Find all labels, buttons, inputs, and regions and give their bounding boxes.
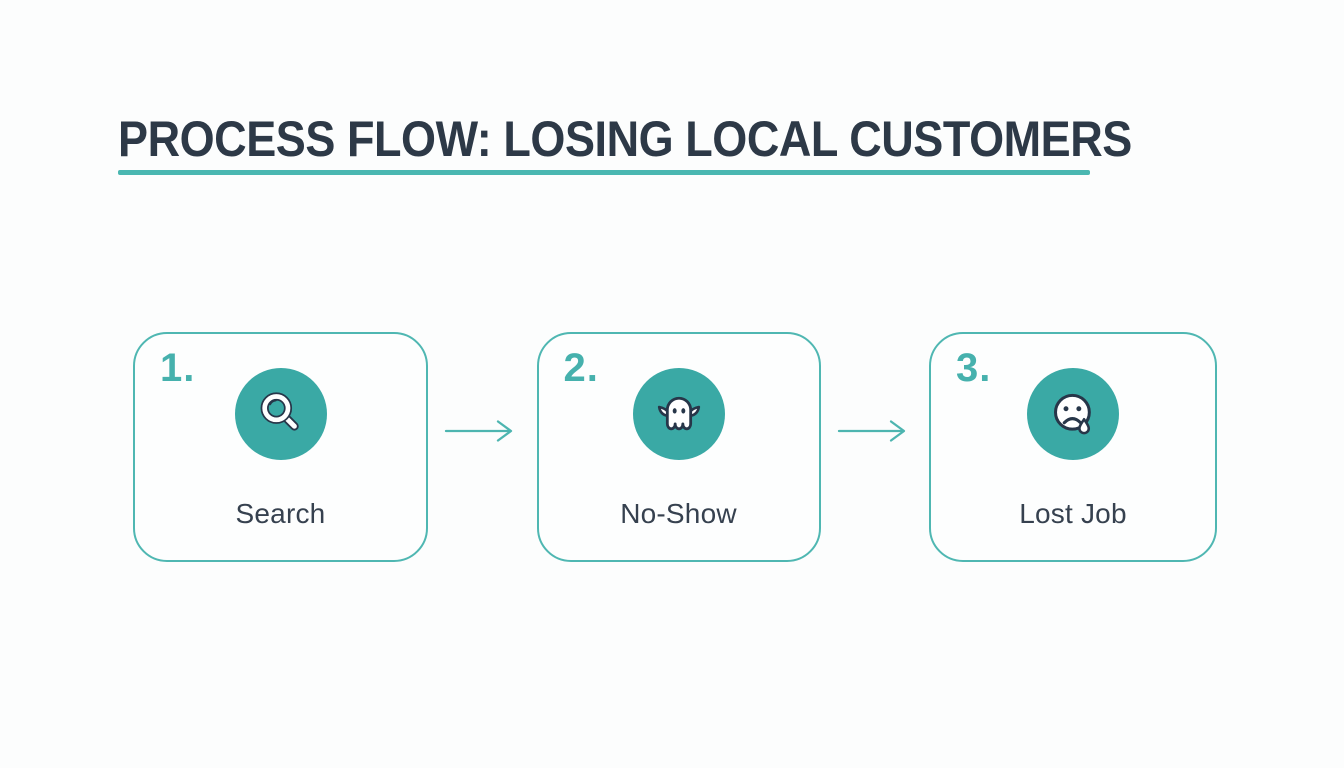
step-number: 3. <box>956 346 992 390</box>
flow-step-lost-job: 3. Lost Job <box>929 332 1217 562</box>
step-label: Search <box>235 498 326 529</box>
page-title: PROCESS FLOW: LOSING LOCAL CUSTOMERS <box>118 111 1132 167</box>
header: PROCESS FLOW: LOSING LOCAL CUSTOMERS <box>118 112 1245 175</box>
title-underline <box>118 170 1090 175</box>
flow-connector <box>821 332 930 562</box>
step-number: 1. <box>160 346 196 390</box>
arrow-right-icon <box>445 420 513 442</box>
flow-step-search: 1. Search <box>133 332 428 562</box>
sad-face-icon <box>1027 368 1119 460</box>
search-icon <box>234 368 327 460</box>
flow-step-no-show: 2. No-Show <box>536 332 821 562</box>
arrow-right-icon <box>837 420 905 442</box>
flow-connector <box>428 332 537 562</box>
step-number: 2. <box>563 346 599 390</box>
process-flow: 1. Search 2. <box>133 332 1217 562</box>
step-label: Lost Job <box>1019 498 1127 529</box>
step-label: No-Show <box>620 498 737 529</box>
ghost-icon <box>632 368 725 460</box>
